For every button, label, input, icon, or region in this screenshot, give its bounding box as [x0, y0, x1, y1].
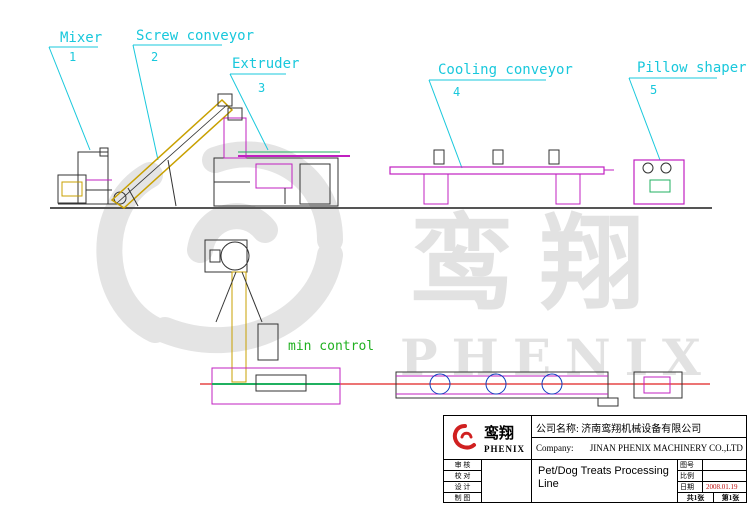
- phenix-logo-icon: [452, 424, 476, 450]
- sign-row-2: 校 对: [444, 471, 482, 482]
- sign-row-1: 审 核: [444, 460, 482, 471]
- date-value: 2008.01.19: [703, 482, 747, 493]
- sheet-number: 第1张: [721, 494, 740, 502]
- company-en-row: Company: JINAN PHENIX MACHINERY CO.,LTD: [532, 438, 747, 460]
- cooling-conveyor-label: Cooling conveyor: [438, 62, 573, 78]
- extruder-machine: [213, 107, 350, 207]
- min-control-label: min control: [288, 339, 374, 354]
- sign-blank: [482, 460, 532, 503]
- drawing-no-label: 图号: [678, 460, 703, 471]
- plan-view-pillow-shaper: [633, 371, 683, 399]
- date-label: 日期: [678, 482, 703, 493]
- title-block: 鸾翔 PHENIX 公司名称: 济南鸾翔机械设备有限公司 Company: JI…: [443, 415, 747, 503]
- company-en-value: JINAN PHENIX MACHINERY CO.,LTD: [589, 443, 743, 453]
- control-cabinet: [257, 323, 279, 361]
- scale-label: 比例: [678, 471, 703, 482]
- drawing-no-value: [703, 460, 747, 471]
- company-cn-row: 公司名称: 济南鸾翔机械设备有限公司: [532, 416, 747, 438]
- watermark-char-1: 鸾: [410, 202, 514, 325]
- sign-row-3: 设 计: [444, 482, 482, 493]
- mixer-number: 1: [69, 50, 76, 64]
- drawing-title: Pet/Dog Treats Processing Line: [532, 460, 678, 503]
- sign-row-4: 制 图: [444, 493, 482, 503]
- cooling-conveyor-number: 4: [453, 85, 460, 99]
- pillow-shaper-label: Pillow shaper: [637, 60, 747, 76]
- watermark-brand: PHENIX: [400, 328, 715, 387]
- watermark-char-2: 翔: [540, 202, 644, 325]
- logo-cn-text: 鸾翔: [484, 426, 515, 442]
- plan-view-cooling-conveyor: [395, 371, 619, 407]
- logo-en-text: PHENIX: [484, 444, 526, 454]
- cooling-conveyor-machine: [389, 149, 614, 205]
- leader-lines: [48, 44, 717, 169]
- company-cn-value: 济南鸾翔机械设备有限公司: [581, 424, 702, 435]
- plan-view-extruder: [211, 367, 341, 405]
- pillow-shaper-machine: [633, 159, 685, 205]
- extruder-label: Extruder: [232, 56, 299, 72]
- watermark: 鸾 翔 PHENIX: [96, 141, 715, 387]
- company-cn-label: 公司名称:: [536, 424, 579, 435]
- mixer-label: Mixer: [60, 30, 102, 46]
- pillow-shaper-number: 5: [650, 83, 657, 97]
- plan-view-mixer: [204, 239, 250, 273]
- extruder-number: 3: [258, 81, 265, 95]
- screw-conveyor-number: 2: [151, 50, 158, 64]
- screw-conveyor-machine: [110, 93, 234, 209]
- sheets-total: 共1张: [678, 493, 714, 503]
- logo-area: 鸾翔 PHENIX: [444, 416, 532, 460]
- scale-value: [703, 471, 747, 482]
- screw-conveyor-label: Screw conveyor: [136, 28, 254, 44]
- company-en-label: Company:: [536, 443, 574, 453]
- plan-view-screw-conveyor: [215, 271, 263, 383]
- mixer-machine: [57, 147, 127, 205]
